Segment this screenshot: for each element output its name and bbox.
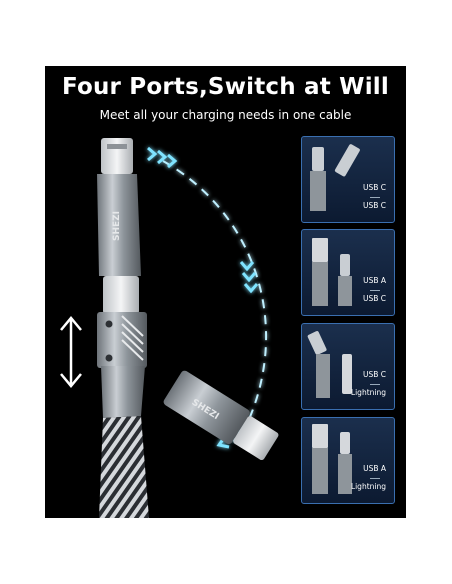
panel-3-top-label: USB C [362, 370, 386, 379]
chevron-arrows-top-icon [147, 146, 178, 169]
panel-2-top-label: USB A [363, 276, 386, 285]
usbc-lightning-cable-icon [307, 331, 352, 398]
usbc-usbc-cable-icon [310, 144, 360, 211]
panel-4-bottom-label: Lightning [350, 482, 386, 491]
chevron-arrows-middle-icon [239, 261, 259, 294]
lower-connector-housing [163, 370, 250, 444]
panel-3-bottom-label: Lightning [350, 388, 386, 397]
usba-lightning-cable-icon [312, 424, 352, 494]
mode-panel-usba-usbc: USB A USB C [301, 229, 395, 316]
mode-panel-usbc-usbc: USB C USB C [301, 136, 395, 223]
mode-panel-usbc-lightning: USB C Lightning [301, 323, 395, 410]
upper-connector-housing [97, 174, 141, 276]
brand-logo: SHEZI [112, 211, 122, 241]
headline: Four Ports,Switch at Will [62, 74, 389, 100]
lightning-plug-bottom [233, 416, 279, 461]
panel-1-top-label: USB C [362, 183, 386, 192]
panel-1-bottom-label: USB C [362, 201, 386, 210]
usba-usbc-cable-icon [312, 238, 352, 306]
usb-c-plug [103, 276, 139, 314]
panel-2-bottom-label: USB C [362, 294, 386, 303]
cable-illustration: SHEZI SHEZI [60, 138, 279, 518]
subheadline: Meet all your charging needs in one cabl… [99, 108, 352, 122]
rotation-arc [162, 160, 268, 439]
braided-cable [99, 416, 149, 518]
up-down-arrow-icon [60, 316, 82, 388]
panel-4-top-label: USB A [363, 464, 386, 473]
mode-panel-usba-lightning: USB A Lightning [301, 417, 395, 504]
product-banner: SHEZI SHEZI Four Ports,Switch at Will Me… [45, 66, 406, 518]
lightning-plug-top [101, 138, 133, 174]
